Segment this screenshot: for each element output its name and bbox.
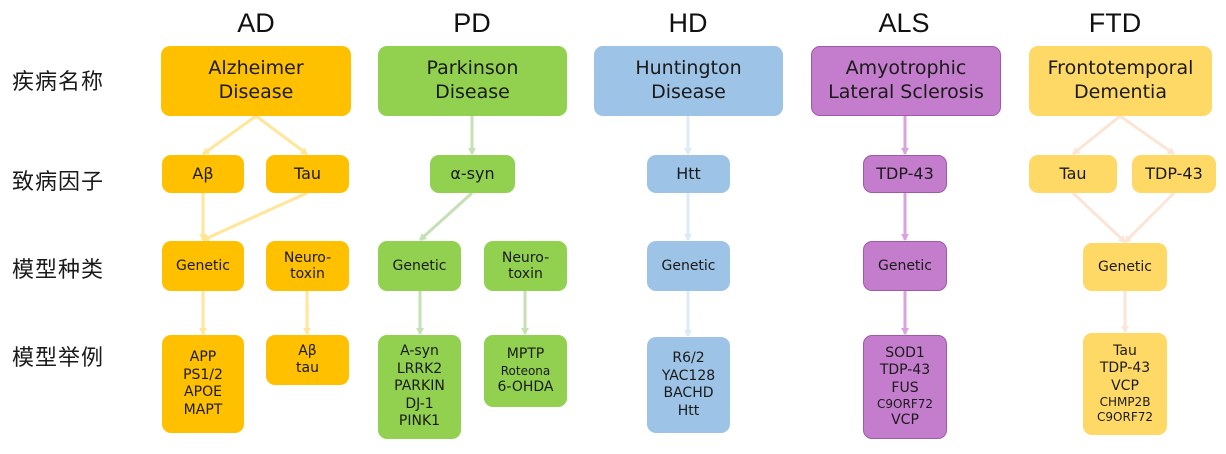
connector-arrow-pd (418, 191, 474, 242)
factor-label: Htt (676, 163, 701, 183)
example-item: BACHD (663, 385, 714, 401)
connector-arrow-ad (202, 191, 308, 242)
disease-line: Huntington (635, 57, 742, 80)
factor-label: α-syn (450, 163, 495, 183)
example-item: SOD1 (885, 344, 925, 361)
disease-line: Dementia (1074, 81, 1167, 103)
connector-arrow-ad (202, 114, 257, 156)
disease-box-ad: Alzheimer Disease (161, 46, 351, 116)
model-box-ad-neurotoxin: Neuro- toxin (266, 241, 349, 291)
example-box-pd-genetic: A-syn LRRK2 PARKIN DJ-1 PINK1 (378, 335, 461, 439)
disease-line: Amyotrophic (845, 57, 967, 80)
header-hd: HD (668, 8, 708, 38)
factor-label: TDP-43 (1145, 163, 1203, 183)
example-item: MAPT (183, 401, 223, 418)
disease-line: Frontotemporal (1047, 57, 1194, 80)
model-box-pd-genetic: Genetic (378, 241, 461, 291)
example-box-als-genetic: SOD1 TDP-43 FUS C9ORF72 VCP (863, 335, 947, 439)
connector-arrow-ftd (1071, 191, 1127, 244)
example-item: 6-OHDA (497, 378, 554, 395)
example-item: C9ORF72 (1097, 410, 1153, 425)
row-label-model-type: 模型种类 (12, 258, 105, 283)
disease-line: Disease (651, 81, 726, 103)
example-item: VCP (1111, 377, 1139, 394)
example-item: APOE (184, 384, 222, 400)
example-box-ad-genetic: APP PS1/2 APOE MAPT (162, 335, 244, 433)
example-box-ad-neurotoxin: Aβ tau (266, 335, 349, 385)
disease-box-als: Amyotrophic Lateral Sclerosis (811, 46, 1001, 116)
example-item: C9ORF72 (877, 397, 933, 411)
header-ftd: FTD (1088, 8, 1142, 38)
example-item: tau (296, 360, 319, 376)
factor-box-hd-htt: Htt (647, 155, 730, 193)
example-item: APP (189, 349, 217, 365)
factor-box-pd-asyn: α-syn (430, 155, 515, 193)
model-label: Genetic (877, 257, 933, 274)
example-item: Htt (677, 402, 700, 419)
header-als: ALS (878, 8, 930, 38)
example-item: Roteona (500, 363, 551, 378)
example-item: R6/2 (672, 350, 705, 366)
example-item: A-syn (400, 343, 439, 360)
disease-line: Alzheimer (208, 57, 304, 80)
header-ad: AD (237, 8, 275, 38)
connector-arrow-ftd (1072, 114, 1121, 156)
row-label-disease-name: 疾病名称 (12, 70, 105, 95)
model-box-ad-genetic: Genetic (162, 241, 244, 291)
header-pd: PD (453, 8, 491, 38)
model-label: Genetic (1097, 258, 1153, 275)
row-label-pathogenic-factor: 致病因子 (12, 170, 105, 195)
connector-arrow-ftd (1123, 191, 1176, 244)
disease-box-hd: Huntington Disease (594, 46, 783, 116)
example-item: LRRK2 (396, 360, 443, 377)
example-box-hd-genetic: R6/2 YAC128 BACHD Htt (647, 337, 730, 433)
factor-box-ad-tau: Tau (266, 155, 349, 193)
disease-box-pd: Parkinson Disease (378, 46, 567, 116)
disease-box-ftd: Frontotemporal Dementia (1029, 46, 1212, 116)
disease-line: Parkinson (426, 57, 519, 80)
row-label-model-examples: 模型举例 (12, 346, 105, 371)
example-item: PINK1 (398, 413, 441, 430)
example-item: TDP-43 (879, 362, 931, 378)
factor-box-ad-abeta: Aβ (162, 155, 244, 193)
factor-label: Tau (1059, 163, 1087, 183)
model-label: Genetic (661, 257, 716, 274)
model-label: Neuro- (501, 249, 550, 266)
model-label: toxin (290, 266, 325, 282)
example-item: MPTP (506, 346, 545, 362)
model-box-als-genetic: Genetic (863, 241, 947, 291)
model-label: Neuro- (283, 249, 332, 266)
model-box-pd-neurotoxin: Neuro- toxin (484, 241, 567, 291)
factor-box-als-tdp43: TDP-43 (863, 155, 947, 193)
example-item: PS1/2 (183, 366, 223, 383)
model-box-hd-genetic: Genetic (647, 241, 730, 291)
example-item: YAC128 (661, 367, 716, 384)
model-label: Genetic (392, 257, 447, 274)
model-label: toxin (508, 266, 543, 282)
example-item: DJ-1 (405, 395, 434, 412)
example-box-ftd-genetic: Tau TDP-43 VCP CHMP2B C9ORF72 (1083, 333, 1167, 435)
factor-box-ftd-tdp43: TDP-43 (1132, 155, 1216, 193)
model-label: Genetic (175, 257, 231, 274)
connector-arrow-ad (255, 114, 308, 156)
connector-arrow-ftd (1119, 114, 1175, 156)
factor-label: Aβ (192, 163, 214, 183)
example-box-pd-neurotoxin: MPTP Roteona 6-OHDA (484, 335, 567, 407)
example-item: TDP-43 (1099, 360, 1151, 377)
model-box-ftd-genetic: Genetic (1083, 243, 1167, 291)
example-item: FUS (891, 379, 919, 396)
example-item: Tau (1113, 342, 1137, 359)
disease-line: Disease (435, 81, 510, 103)
example-item: VCP (891, 412, 919, 428)
disease-line: Disease (218, 81, 294, 103)
example-item: Aβ (298, 342, 317, 359)
example-item: CHMP2B (1099, 395, 1151, 410)
factor-label: TDP-43 (876, 163, 934, 183)
disease-line: Lateral Sclerosis (828, 81, 984, 103)
factor-label: Tau (293, 163, 322, 183)
example-item: PARKIN (394, 378, 445, 395)
factor-box-ftd-tau: Tau (1029, 155, 1117, 193)
